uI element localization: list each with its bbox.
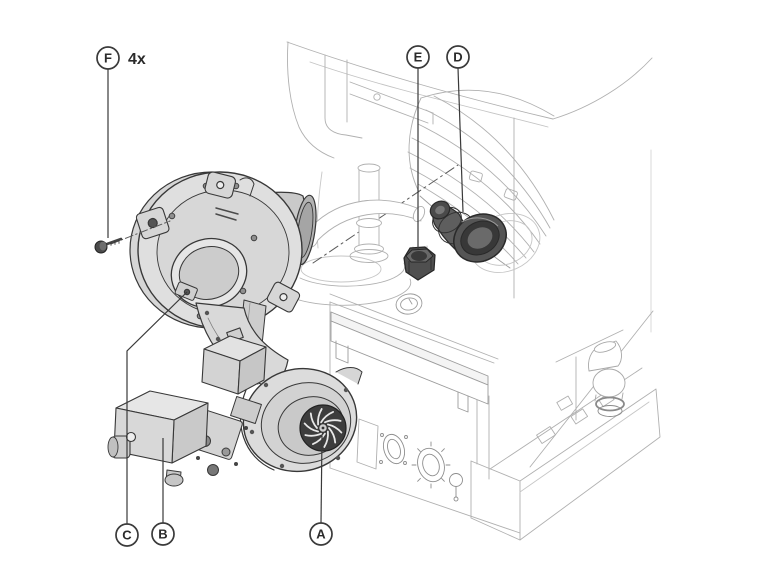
callout-b-letter: B (158, 527, 167, 542)
duct-clamp (174, 281, 198, 301)
callout-e: E (406, 45, 430, 249)
callout-d-leader (457, 67, 464, 213)
burner-control-box (201, 327, 267, 395)
callout-f-badge (96, 46, 120, 70)
callout-a: A (309, 435, 333, 546)
callout-a-leader (320, 435, 323, 524)
callout-d: D (446, 45, 470, 213)
vent-grille (356, 418, 379, 470)
callout-e-badge (406, 45, 430, 69)
mounting-lug-bottom-right (266, 281, 301, 313)
callout-f-letter: F (104, 51, 112, 66)
burner-axis-centerline (312, 164, 459, 264)
callout-f-qty: 4x (128, 51, 146, 68)
pipe-elbow (588, 340, 626, 417)
blower-fan (239, 367, 363, 473)
callout-c-leader (126, 291, 188, 524)
screw-part (94, 237, 123, 254)
callout-d-letter: D (453, 50, 462, 65)
control-knobs (379, 433, 463, 502)
boiler-top-edge (286, 41, 554, 120)
callout-b: B (151, 438, 175, 546)
mounting-lug-top (204, 171, 236, 199)
adapter-part (429, 200, 507, 263)
gauge (395, 293, 423, 315)
heat-exchanger-coil (407, 89, 555, 269)
callout-b-badge (151, 522, 175, 546)
callout-e-letter: E (414, 50, 423, 65)
boiler-line-art (285, 41, 661, 541)
burner-assembly (107, 171, 363, 487)
gas-valve (107, 390, 209, 464)
callout-a-badge (309, 522, 333, 546)
nut-part (403, 246, 436, 281)
callout-c: C (115, 291, 188, 547)
front-cross-rail (330, 311, 489, 413)
base-frame (470, 310, 661, 541)
callout-c-letter: C (122, 528, 132, 543)
callout-d-badge (446, 45, 470, 69)
fan-impeller (299, 404, 347, 452)
callout-c-badge (115, 523, 139, 547)
callout-a-letter: A (316, 527, 326, 542)
callout-f: F 4x (96, 46, 146, 238)
